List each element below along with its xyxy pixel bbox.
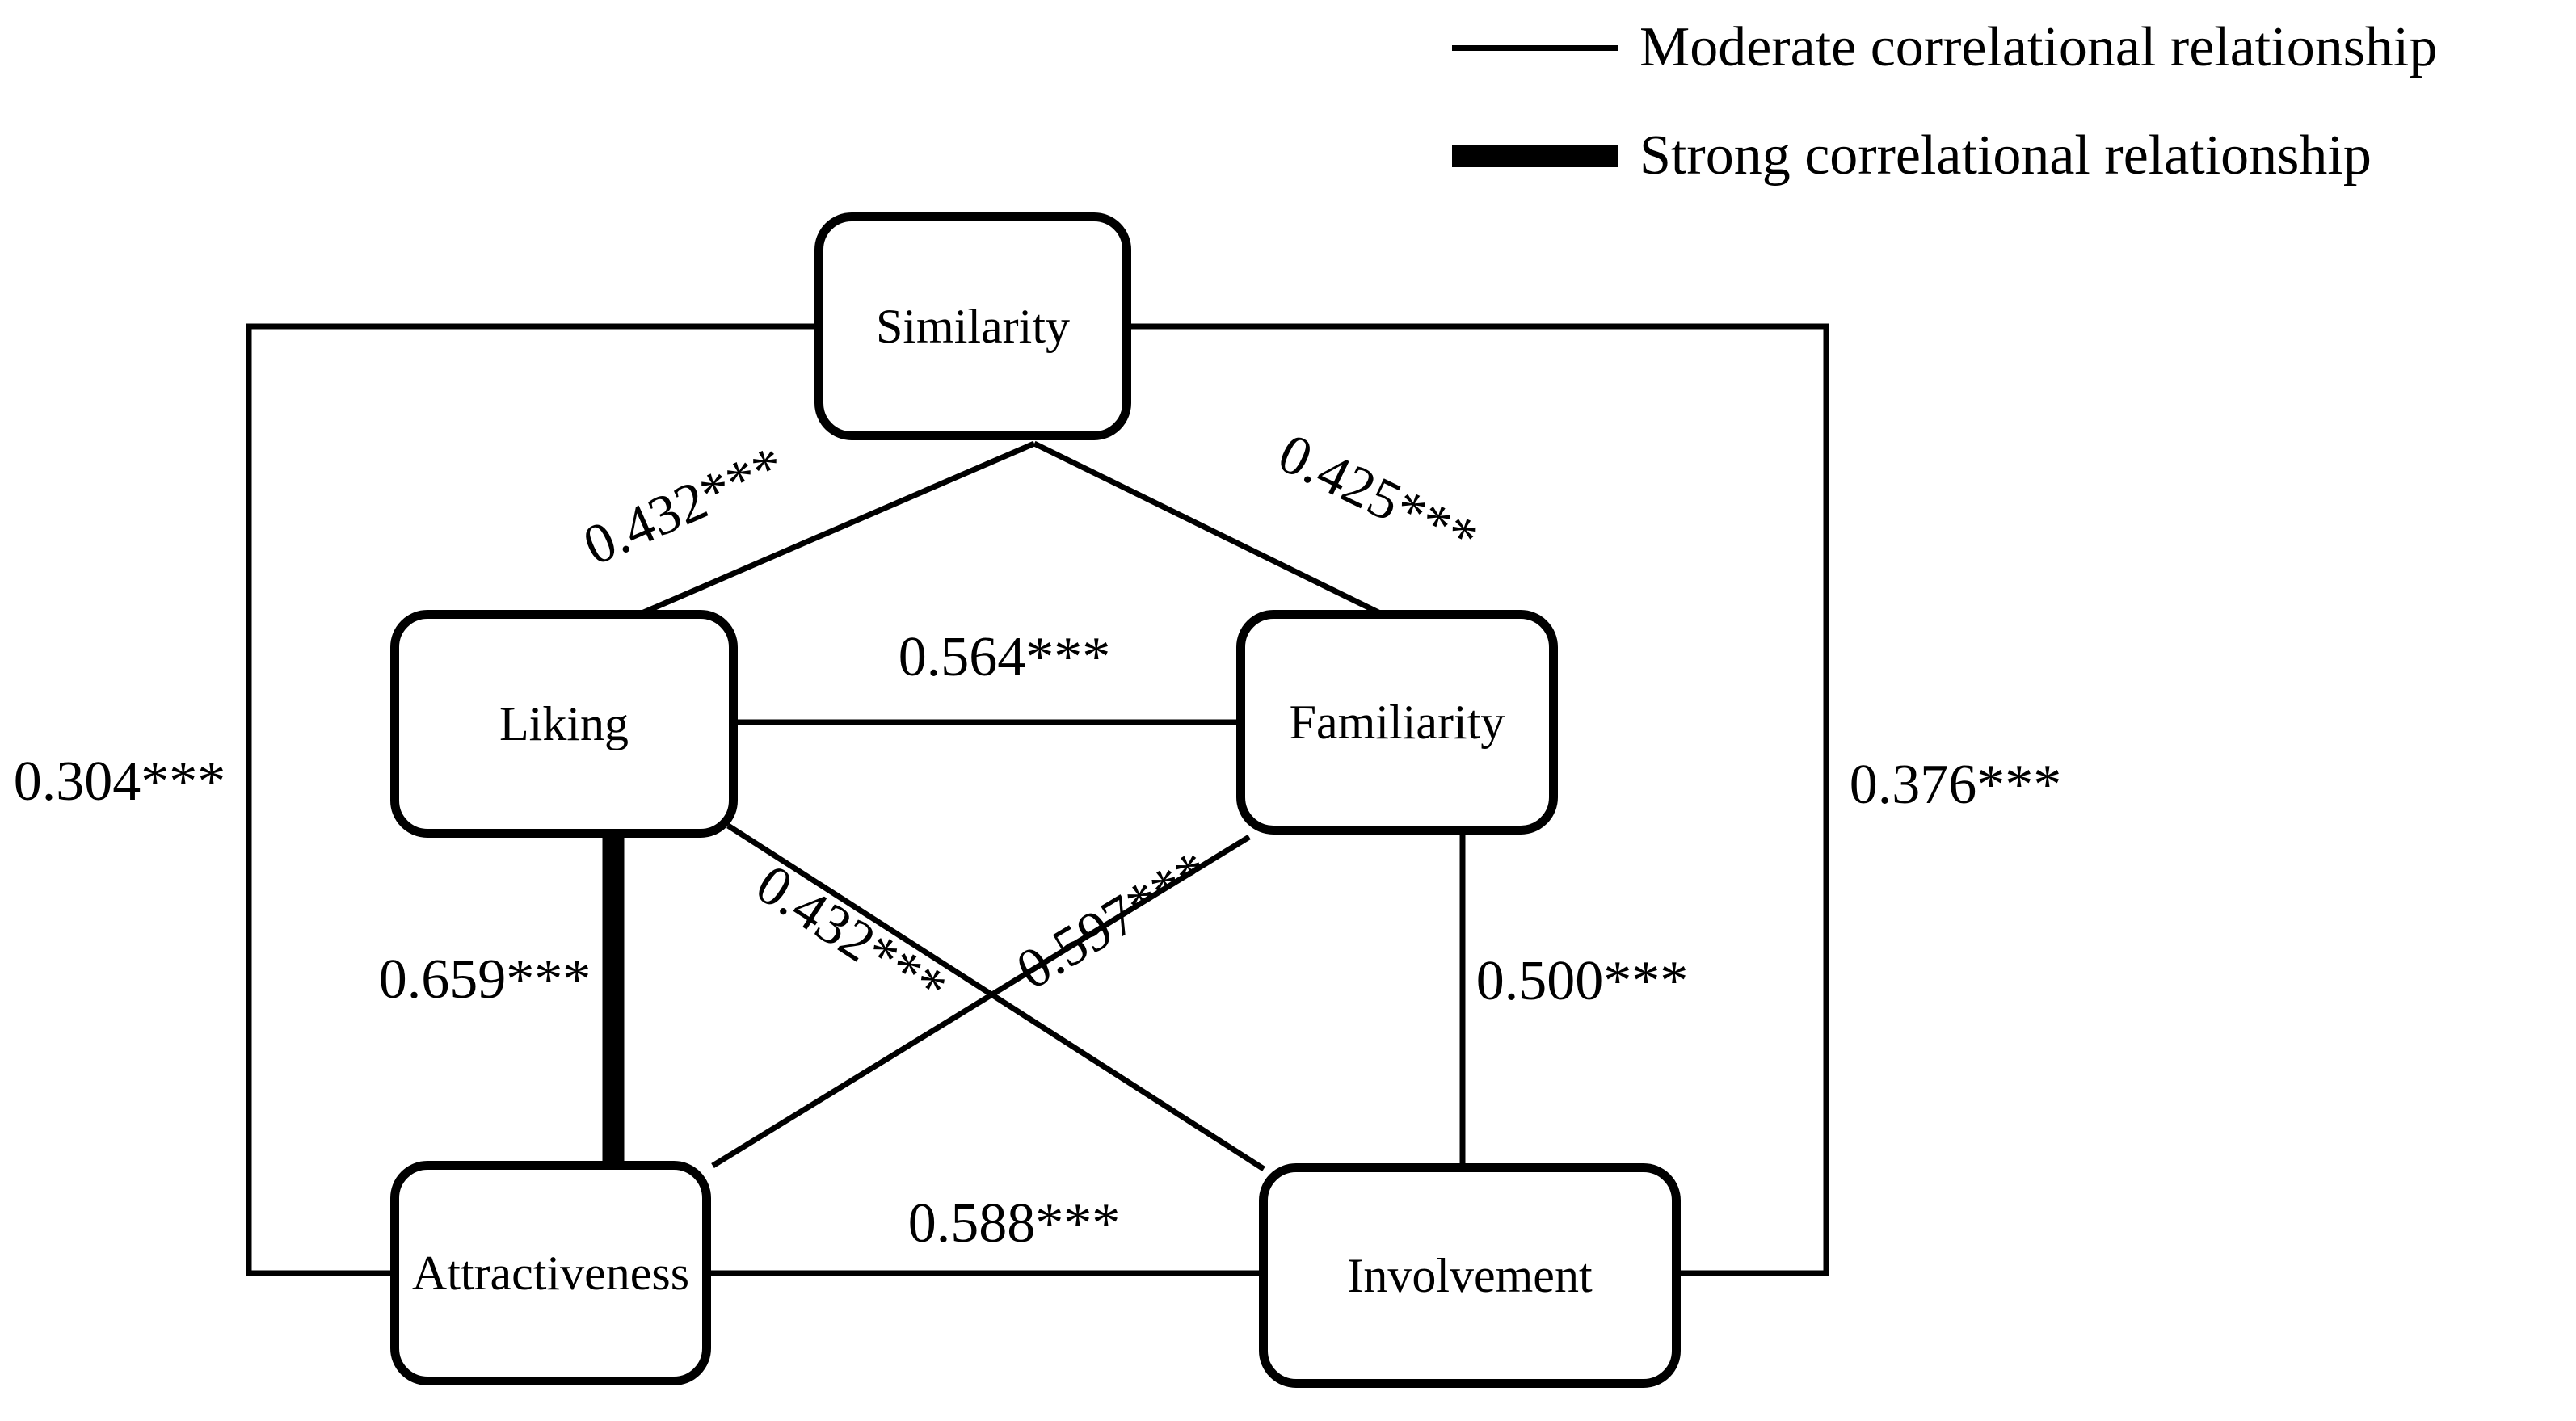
node-liking-label: Liking [499, 697, 629, 750]
legend-item-strong: Strong correlational relationship [1452, 120, 2437, 192]
edge-similarity-liking-line [638, 440, 1036, 617]
edge-familiarity-attractiveness-line [711, 835, 1251, 1168]
node-similarity: Similarity [814, 212, 1131, 440]
edge-value-familiarity-involvement: 0.500*** [1475, 950, 1689, 1012]
node-involvement: Involvement [1259, 1163, 1681, 1388]
node-similarity-label: Similarity [876, 300, 1070, 353]
edge-similarity-involvement-line [1131, 323, 1829, 1276]
legend-strong-label: Strong correlational relationship [1639, 124, 2372, 187]
edge-value-liking-attractiveness: 0.659*** [378, 948, 591, 1011]
edge-liking-involvement-line [726, 823, 1265, 1171]
legend-moderate-label: Moderate correlational relationship [1639, 16, 2438, 78]
node-familiarity: Familiarity [1236, 610, 1558, 835]
edge-value-similarity-involvement: 0.376*** [1849, 754, 2062, 816]
edge-value-liking-familiarity: 0.564*** [898, 626, 1111, 688]
moderate-line-swatch-icon [1452, 44, 1618, 51]
node-involvement-label: Involvement [1347, 1249, 1593, 1302]
legend: Moderate correlational relationship Stro… [1452, 11, 2437, 192]
node-attractiveness-label: Attractiveness [411, 1247, 690, 1300]
strong-line-swatch-icon [1452, 145, 1618, 167]
legend-item-moderate: Moderate correlational relationship [1452, 11, 2437, 84]
node-attractiveness: Attractiveness [390, 1161, 711, 1385]
edge-value-attractiveness-involvement: 0.588*** [907, 1192, 1121, 1255]
edge-value-similarity-attractiveness: 0.304*** [13, 750, 226, 813]
edge-similarity-familiarity-line [1033, 440, 1383, 617]
node-liking: Liking [390, 610, 738, 838]
node-familiarity-label: Familiarity [1289, 696, 1505, 749]
edge-similarity-attractiveness-line [246, 323, 814, 1276]
